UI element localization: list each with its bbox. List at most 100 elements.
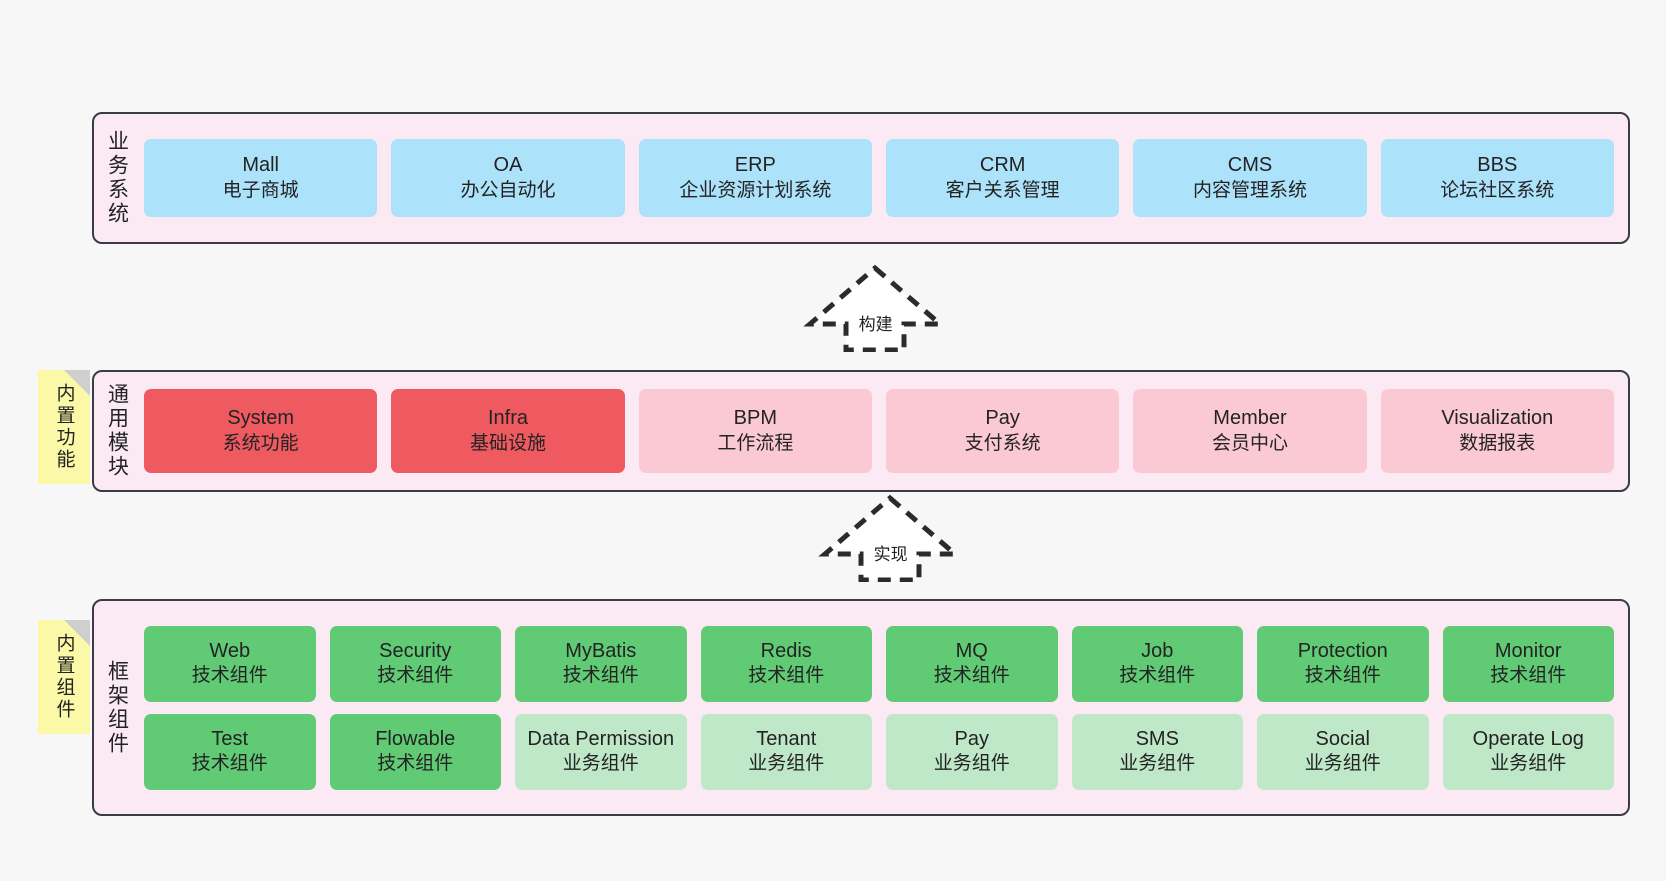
- node-label-cn: 基础设施: [469, 432, 546, 454]
- node-label-en: ERP: [734, 154, 776, 177]
- node-label-en: System: [227, 407, 294, 430]
- node-mall[interactable]: Mall 电子商城: [144, 139, 378, 217]
- node-label-cn: 论坛社区系统: [1440, 179, 1555, 201]
- node-label-en: Monitor: [1494, 639, 1562, 662]
- node-label-en: Operate Log: [1472, 727, 1584, 750]
- node-sms[interactable]: SMS 业务组件: [1071, 713, 1243, 790]
- node-pay[interactable]: Pay 支付系统: [885, 389, 1120, 473]
- node-pay-component[interactable]: Pay 业务组件: [886, 713, 1058, 790]
- node-protection[interactable]: Protection 技术组件: [1257, 625, 1429, 702]
- node-label-cn: 技术组件: [933, 665, 1010, 687]
- node-data-permission[interactable]: Data Permission 业务组件: [515, 713, 687, 790]
- layer-body-common-module: System 系统功能 Infra 基础设施 BPM 工作流程 Pay 支付系统…: [140, 372, 1628, 490]
- layer-body-framework-component: Web 技术组件 Security 技术组件 MyBatis 技术组件 Redi…: [140, 601, 1628, 814]
- connector-build-label: 构建: [858, 315, 893, 334]
- node-job[interactable]: Job 技术组件: [1071, 625, 1243, 702]
- folded-corner-icon: [64, 370, 90, 396]
- node-social[interactable]: Social 业务组件: [1257, 713, 1429, 790]
- node-label-en: Flowable: [375, 727, 456, 750]
- node-label-en: BBS: [1477, 154, 1518, 177]
- node-label-en: MQ: [955, 639, 988, 662]
- layer-panel-framework-component: 框架组件 Web 技术组件 Security 技术组件 MyBatis 技术组件…: [92, 599, 1630, 816]
- node-redis[interactable]: Redis 技术组件: [700, 625, 872, 702]
- connector-implement: 实现: [815, 492, 965, 583]
- node-label-en: Test: [211, 727, 249, 750]
- node-label-en: Tenant: [756, 727, 817, 750]
- node-label-cn: 技术组件: [1119, 665, 1196, 687]
- sticky-note-label: 内置功能: [53, 383, 75, 471]
- node-label-en: Member: [1213, 407, 1287, 430]
- node-security[interactable]: Security 技术组件: [329, 625, 501, 702]
- node-tenant[interactable]: Tenant 业务组件: [700, 713, 872, 790]
- node-label-cn: 技术组件: [191, 665, 268, 687]
- node-label-cn: 技术组件: [748, 665, 825, 687]
- node-cms[interactable]: CMS 内容管理系统: [1133, 139, 1367, 217]
- node-label-cn: 技术组件: [1304, 665, 1381, 687]
- sticky-note-label: 内置组件: [53, 633, 75, 721]
- node-label-cn: 办公自动化: [460, 179, 556, 201]
- node-flowable[interactable]: Flowable 技术组件: [329, 713, 501, 790]
- connector-build: 构建: [800, 262, 950, 353]
- node-system[interactable]: System 系统功能: [144, 389, 378, 473]
- node-label-cn: 客户关系管理: [945, 179, 1060, 201]
- node-label-cn: 业务组件: [562, 753, 639, 775]
- node-erp[interactable]: ERP 企业资源计划系统: [638, 139, 872, 217]
- node-label-cn: 会员中心: [1211, 432, 1288, 454]
- node-label-en: BPM: [733, 407, 777, 430]
- node-visualization[interactable]: Visualization 数据报表: [1380, 389, 1614, 473]
- node-label-cn: 业务组件: [1119, 753, 1196, 775]
- node-bbs[interactable]: BBS 论坛社区系统: [1380, 139, 1614, 217]
- layer-body-business-system: Mall 电子商城 OA 办公自动化 ERP 企业资源计划系统 CRM 客户关系…: [140, 114, 1628, 242]
- node-label-cn: 技术组件: [562, 665, 639, 687]
- node-label-en: CRM: [979, 154, 1026, 177]
- node-mybatis[interactable]: MyBatis 技术组件: [515, 625, 687, 702]
- node-monitor[interactable]: Monitor 技术组件: [1442, 625, 1614, 702]
- implement-arrow-icon: [818, 494, 962, 583]
- framework-row-business: Test 技术组件 Flowable 技术组件 Data Permission …: [144, 713, 1614, 790]
- layer-title-common-module: 通用模块: [105, 383, 129, 479]
- node-label-cn: 业务组件: [1490, 753, 1567, 775]
- node-label-en: Job: [1141, 639, 1174, 662]
- node-label-en: Protection: [1297, 639, 1388, 662]
- node-label-en: Security: [379, 639, 452, 662]
- node-bpm[interactable]: BPM 工作流程: [638, 389, 872, 473]
- node-infra[interactable]: Infra 基础设施: [391, 389, 625, 473]
- node-member[interactable]: Member 会员中心: [1133, 389, 1367, 473]
- node-crm[interactable]: CRM 客户关系管理: [885, 139, 1120, 217]
- node-label-en: Data Permission: [527, 727, 675, 750]
- layer-panel-common-module: 通用模块 System 系统功能 Infra 基础设施 BPM 工作流程 Pay…: [92, 370, 1630, 492]
- folded-corner-icon: [64, 620, 90, 646]
- node-label-cn: 支付系统: [964, 432, 1041, 454]
- node-label-cn: 工作流程: [717, 432, 794, 454]
- node-label-en: Visualization: [1441, 407, 1554, 430]
- connector-implement-label: 实现: [873, 545, 908, 564]
- node-label-cn: 业务组件: [933, 753, 1010, 775]
- node-label-en: Social: [1315, 727, 1370, 750]
- node-label-en: Web: [209, 639, 251, 662]
- layer-title-framework-component: 框架组件: [105, 659, 129, 756]
- node-label-cn: 技术组件: [1490, 665, 1567, 687]
- node-label-en: OA: [493, 154, 523, 177]
- node-operate-log[interactable]: Operate Log 业务组件: [1442, 713, 1614, 790]
- node-label-en: Mall: [242, 154, 279, 177]
- node-label-cn: 电子商城: [222, 179, 299, 201]
- framework-row-tech: Web 技术组件 Security 技术组件 MyBatis 技术组件 Redi…: [144, 625, 1614, 702]
- node-label-en: Pay: [954, 727, 989, 750]
- node-label-en: SMS: [1135, 727, 1179, 750]
- layer-panel-business-system: 业务系统 Mall 电子商城 OA 办公自动化 ERP 企业资源计划系统 CRM…: [92, 112, 1630, 244]
- sticky-note-builtin-features: 内置功能: [38, 370, 90, 484]
- build-arrow-icon: [803, 264, 947, 353]
- node-oa[interactable]: OA 办公自动化: [391, 139, 625, 217]
- node-test[interactable]: Test 技术组件: [144, 713, 316, 790]
- node-label-cn: 业务组件: [1304, 753, 1381, 775]
- node-label-cn: 技术组件: [377, 665, 454, 687]
- node-web[interactable]: Web 技术组件: [144, 625, 316, 702]
- node-label-en: Infra: [487, 407, 528, 430]
- node-label-en: Redis: [760, 639, 812, 662]
- node-label-cn: 技术组件: [191, 753, 268, 775]
- layer-title-business-system: 业务系统: [105, 130, 129, 226]
- node-label-cn: 企业资源计划系统: [679, 179, 832, 201]
- node-mq[interactable]: MQ 技术组件: [886, 625, 1058, 702]
- node-label-cn: 技术组件: [377, 753, 454, 775]
